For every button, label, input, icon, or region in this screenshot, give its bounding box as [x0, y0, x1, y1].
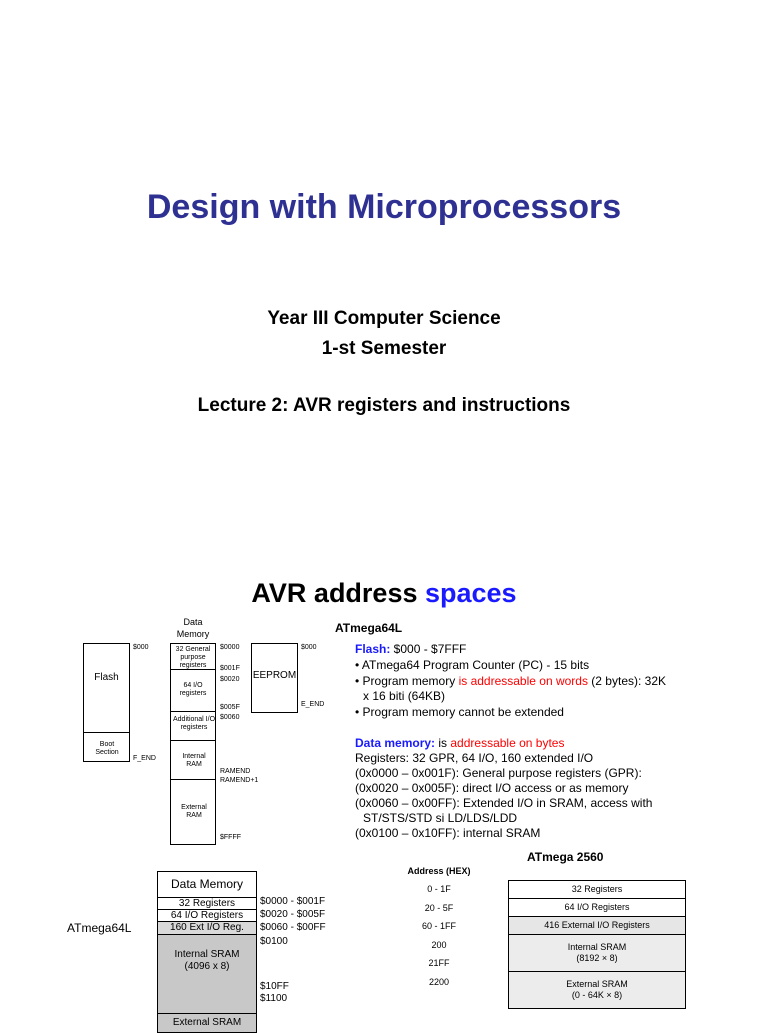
slide-title: Design with Microprocessors [146, 188, 622, 226]
left-row-external-sram: External SRAM [157, 1013, 257, 1033]
note-program-memory: • Program memory is addressable on words… [355, 674, 666, 689]
right-addr-3: 200 [431, 940, 447, 950]
addr-0000: $0000 [220, 644, 240, 651]
right-row-ext-io: 416 External I/O Registers [508, 916, 686, 935]
right-addr-5: 2200 [428, 977, 450, 987]
note-pm-red: is addressable on words [458, 674, 588, 688]
note-ext-io-access: ST/STS/STD si LD/LDS/LDD [363, 811, 518, 825]
external-ram-label: External RAM [181, 804, 207, 819]
ext-io-label: Additional I/O registers [172, 716, 216, 731]
io-label: 64 I/O registers [179, 682, 207, 697]
right-external-sram-size: (0 - 64K × 8) [571, 990, 623, 1000]
addr-ramend1: RAMEND+1 [220, 777, 259, 784]
right-row-registers: 32 Registers [508, 880, 686, 899]
left-table-header: Data Memory [157, 871, 257, 898]
right-internal-sram-size: (8192 × 8) [576, 953, 618, 963]
right-row-internal-sram: Internal SRAM (8192 × 8) [508, 934, 686, 972]
left-addr-5: $1100 [260, 993, 288, 1004]
note-pm-a: • Program memory [355, 674, 459, 688]
addr-0060: $0060 [220, 714, 240, 721]
dm-red: addressable on bytes [450, 736, 565, 750]
ext-io-box: Additional I/O registers [170, 711, 216, 741]
right-addr-4: 21FF [428, 958, 450, 968]
addr-005f: $005F [220, 704, 240, 711]
left-row-ext-io: 160 Ext I/O Reg. [157, 921, 257, 935]
flash-end-addr: F_END [133, 755, 156, 762]
gpr-box: 32 General purpose registers [170, 643, 216, 670]
data-memory-header: Data Memory [176, 617, 210, 639]
left-addr-2: $0060 - $00FF [260, 922, 326, 933]
note-ext-io-range: (0x0060 – 0x00FF): Extended I/O in SRAM,… [355, 796, 653, 810]
course-year: Year III Computer Science [267, 308, 501, 329]
flash-start-addr: $000 [133, 644, 149, 651]
eeprom-box: EEPROM [251, 643, 298, 713]
left-addr-4: $10FF [260, 981, 289, 992]
internal-ram-label: Internal RAM [182, 753, 206, 768]
data-memory-label: Data memory: [355, 736, 436, 750]
eeprom-end-addr: E_END [301, 701, 325, 708]
right-addr-0: 0 - 1F [427, 884, 451, 894]
addr-0020: $0020 [220, 676, 240, 683]
note-sram-range: (0x0100 – 0x10FF): internal SRAM [355, 826, 541, 840]
left-table-device-label: ATmega64L [67, 921, 132, 935]
note-pm-extend: • Program memory cannot be extended [355, 705, 564, 719]
note-pc: • ATmega64 Program Counter (PC) - 15 bit… [355, 658, 590, 672]
right-row-io: 64 I/O Registers [508, 898, 686, 917]
note-io-range: (0x0020 – 0x005F): direct I/O access or … [355, 781, 629, 795]
address-spaces-title: AVR address spaces [0, 578, 768, 609]
flash-box: Flash [83, 643, 130, 733]
external-ram-box: External RAM [170, 779, 216, 845]
dm-is: is [435, 736, 451, 750]
lecture-title: Lecture 2: AVR registers and instruction… [197, 395, 571, 416]
note-pm-b: (2 bytes): 32K [587, 674, 667, 688]
note-pm-c: x 16 biti (64KB) [363, 689, 446, 703]
semester: 1-st Semester [321, 338, 447, 359]
addr-ramend: RAMEND [220, 768, 251, 775]
right-external-sram-label: External SRAM [566, 979, 628, 989]
flash-label: Flash [94, 672, 119, 683]
left-addr-3: $0100 [260, 936, 288, 947]
left-addr-1: $0020 - $005F [260, 909, 326, 920]
note-gpr-range: (0x0000 – 0x001F): General purpose regis… [355, 766, 642, 780]
right-internal-sram-label: Internal SRAM [567, 942, 627, 952]
address-header: Address (HEX) [407, 866, 471, 876]
flash-range: $000 - $7FFF [390, 642, 467, 656]
io-box: 64 I/O registers [170, 669, 216, 712]
flash-range-line: Flash: $000 - $7FFF [355, 642, 466, 657]
addr-001f: $001F [220, 665, 240, 672]
eeprom-start-addr: $000 [301, 644, 317, 651]
right-row-external-sram: External SRAM (0 - 64K × 8) [508, 971, 686, 1009]
eeprom-label: EEPROM [252, 670, 297, 681]
device-label: ATmega64L [335, 621, 403, 635]
right-table-title: ATmega 2560 [527, 850, 604, 864]
addr-ffff: $FFFF [220, 834, 241, 841]
gpr-label: 32 General purpose registers [175, 646, 211, 669]
left-row-internal-sram: Internal SRAM (4096 x 8) [157, 934, 257, 1014]
title-part-2: spaces [424, 578, 517, 608]
note-registers: Registers: 32 GPR, 64 I/O, 160 extended … [355, 751, 594, 765]
boot-section-box: Boot Section [83, 732, 130, 762]
left-addr-0: $0000 - $001F [260, 896, 326, 907]
boot-section-label: Boot Section [95, 741, 119, 756]
title-part-1: AVR address [251, 578, 425, 608]
right-addr-1: 20 - 5F [424, 903, 454, 913]
right-addr-2: 60 - 1FF [421, 921, 456, 931]
data-memory-line: Data memory: is addressable on bytes [355, 736, 564, 751]
flash-notes-label: Flash: [355, 642, 391, 656]
internal-ram-box: Internal RAM [170, 740, 216, 780]
